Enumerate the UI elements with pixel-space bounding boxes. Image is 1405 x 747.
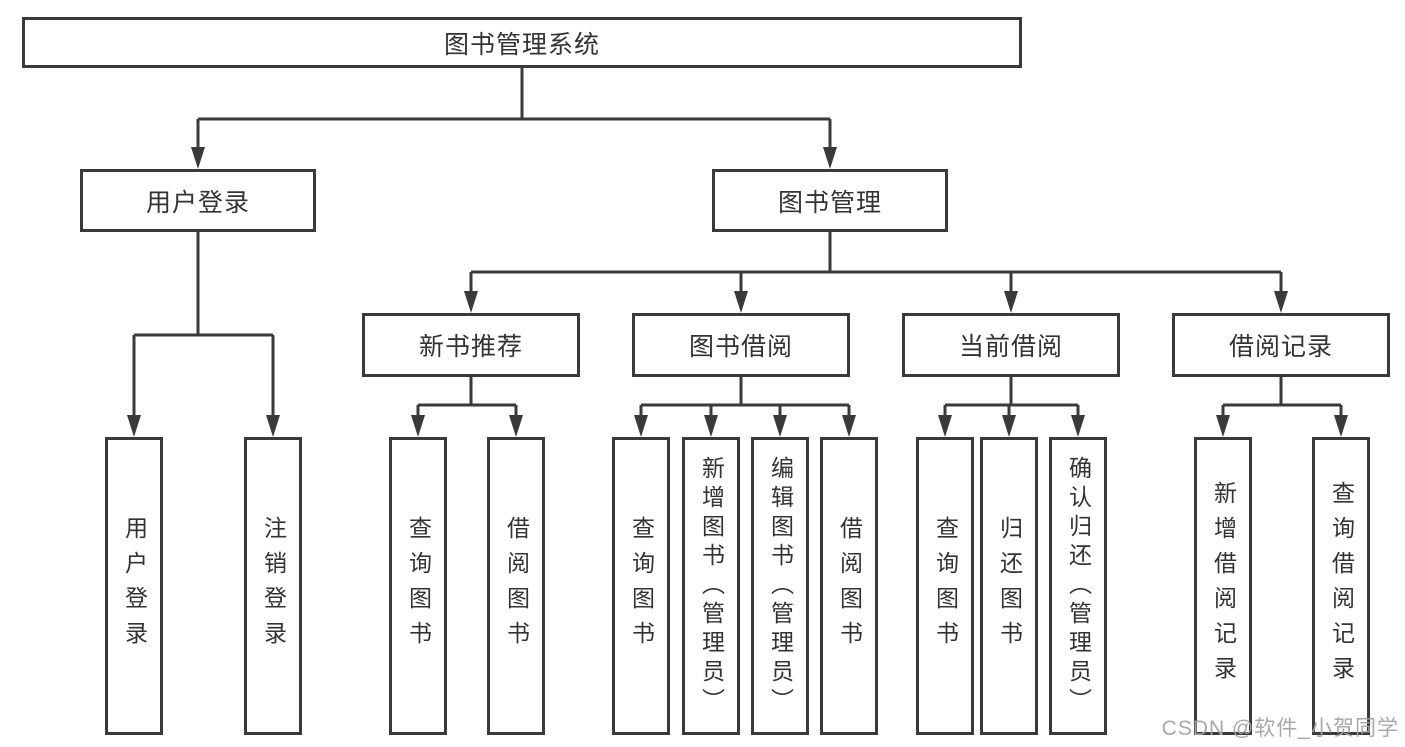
node-book-borrow: 图书借阅 <box>632 313 850 377</box>
arrowhead-icon <box>127 415 141 437</box>
arrowhead-icon <box>1002 415 1016 437</box>
leaf-borrow-query-books: 查询图书 <box>612 437 670 735</box>
node-book-management: 图书管理 <box>712 169 948 232</box>
node-label: 查询图书 <box>405 516 432 656</box>
node-label: 编辑图书（管理员） <box>767 455 794 717</box>
arrowhead-icon <box>823 147 837 169</box>
node-label: 查询借阅记录 <box>1328 481 1355 691</box>
connector-borrow-records <box>1221 377 1343 417</box>
node-label: 图书借阅 <box>688 333 793 361</box>
connector-paths <box>132 68 1343 417</box>
leaf-current-query-books: 查询图书 <box>916 437 974 735</box>
connector-book-borrow <box>639 377 851 417</box>
leaf-newbook-query-books: 查询图书 <box>389 437 447 735</box>
leaf-current-confirm-return-admin: 确认归还（管理员） <box>1049 437 1107 735</box>
leaf-current-return-books: 归还图书 <box>980 437 1038 735</box>
connector-user-login <box>132 232 275 417</box>
leaf-borrow-borrow-books: 借阅图书 <box>820 437 878 735</box>
leaf-borrow-add-books-admin: 新增图书（管理员） <box>682 437 740 735</box>
leaf-newbook-borrow-books: 借阅图书 <box>487 437 545 735</box>
node-label: 归还图书 <box>996 516 1023 656</box>
arrowhead-icon <box>1216 415 1230 437</box>
node-label: 图书管理系统 <box>443 30 600 59</box>
arrowhead-icon <box>411 415 425 437</box>
connector-book-management <box>469 232 1283 293</box>
node-label: 查询图书 <box>628 516 655 656</box>
arrowhead-icon <box>1071 415 1085 437</box>
arrowhead-icon <box>704 415 718 437</box>
arrowhead-icon <box>1334 415 1348 437</box>
leaf-records-query-record: 查询借阅记录 <box>1312 437 1370 735</box>
leaf-borrow-edit-books-admin: 编辑图书（管理员） <box>751 437 809 735</box>
node-label: 当前借阅 <box>958 333 1063 361</box>
arrowhead-icon <box>773 415 787 437</box>
leaf-user-login: 用户登录 <box>105 437 163 735</box>
arrowhead-icon <box>938 415 952 437</box>
connector-current-borrow <box>943 377 1080 417</box>
node-label: 确认归还（管理员） <box>1065 455 1092 717</box>
node-label: 借阅图书 <box>503 516 530 656</box>
node-label: 图书管理 <box>777 188 882 217</box>
node-label: 新增图书（管理员） <box>698 455 725 717</box>
arrowhead-icon <box>266 415 280 437</box>
node-new-book-recommend: 新书推荐 <box>362 313 580 377</box>
arrowhead-icon <box>191 147 205 169</box>
node-label: 新书推荐 <box>418 333 523 361</box>
node-label: 新增借阅记录 <box>1210 481 1237 691</box>
node-label: 借阅图书 <box>836 516 863 656</box>
node-current-borrow: 当前借阅 <box>902 313 1120 377</box>
node-label: 用户登录 <box>145 188 250 217</box>
arrowhead-icon <box>509 415 523 437</box>
node-label: 借阅记录 <box>1228 333 1333 361</box>
arrowhead-icon <box>464 291 478 313</box>
arrowheads <box>127 147 1348 437</box>
arrowhead-icon <box>734 291 748 313</box>
node-label: 注销登录 <box>260 516 287 656</box>
node-label: 用户登录 <box>121 516 148 656</box>
arrowhead-icon <box>1004 291 1018 313</box>
arrowhead-icon <box>842 415 856 437</box>
node-label: 查询图书 <box>932 516 959 656</box>
node-user-login: 用户登录 <box>80 169 316 232</box>
leaf-logout-login: 注销登录 <box>244 437 302 735</box>
node-root: 图书管理系统 <box>22 17 1022 68</box>
connector-root <box>196 68 832 149</box>
leaf-records-add-record: 新增借阅记录 <box>1194 437 1252 735</box>
node-borrow-records: 借阅记录 <box>1172 313 1390 377</box>
arrowhead-icon <box>1274 291 1288 313</box>
csdn-watermark: CSDN @软件_小贺同学 <box>1161 717 1399 740</box>
arrowhead-icon <box>634 415 648 437</box>
connector-new-book <box>416 377 518 417</box>
